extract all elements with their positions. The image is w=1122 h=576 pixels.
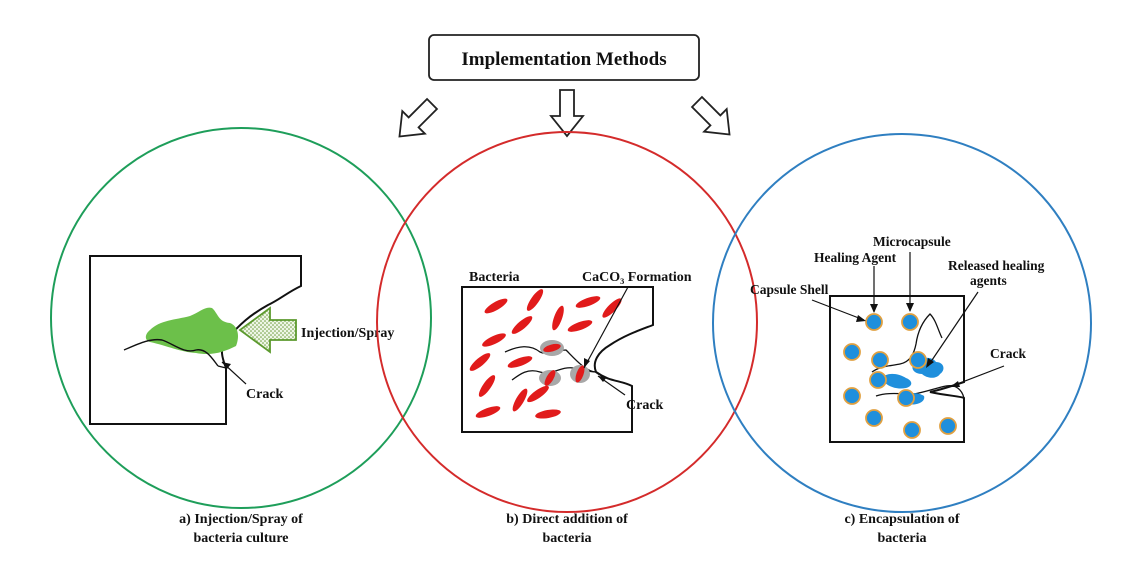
crack-label-b: Crack bbox=[626, 398, 664, 413]
formation-pointer bbox=[583, 286, 629, 369]
concrete-block-b bbox=[461, 286, 654, 433]
spray-arrow-icon bbox=[238, 306, 297, 354]
capsule-shell-pointer-head bbox=[856, 315, 866, 322]
panel-a-ring bbox=[50, 127, 432, 509]
formation-pointer-head bbox=[584, 358, 590, 368]
crack-pointer-a-head bbox=[222, 362, 231, 369]
bacteria-label: Bacteria bbox=[469, 270, 520, 285]
crack-line-c bbox=[871, 313, 943, 373]
bacteria-cells bbox=[469, 289, 622, 419]
panel-direct-addition: Bacteria CaCO₃ Formation Crack bbox=[376, 131, 758, 513]
panel-b-ring bbox=[376, 131, 758, 513]
crack-label-a: Crack bbox=[246, 387, 284, 402]
released-label-line1: Released healing bbox=[948, 258, 1045, 273]
capsule-shell-label: Capsule Shell bbox=[750, 282, 829, 297]
microcapsule-label: Microcapsule bbox=[873, 234, 951, 249]
formation-label: CaCO₃ Formation bbox=[582, 270, 692, 285]
crack-pointer-c bbox=[951, 365, 1005, 387]
caption-c: c) Encapsulation of bacteria bbox=[782, 510, 1022, 548]
caption-b-line1: b) Direct addition of bbox=[506, 512, 628, 527]
released-pointer bbox=[927, 291, 979, 367]
caption-c-line1: c) Encapsulation of bbox=[844, 512, 960, 527]
arrow-right-icon bbox=[690, 95, 731, 136]
healing-agent-pointer-head bbox=[870, 304, 878, 313]
crack-line-a2 bbox=[217, 365, 227, 369]
crack-label-c: Crack bbox=[990, 346, 1026, 361]
caption-a-line1: a) Injection/Spray of bbox=[179, 512, 303, 527]
released-label-line2: agents bbox=[970, 273, 1007, 288]
microcapsule-pointer-head bbox=[906, 303, 914, 312]
panel-encapsulation: Microcapsule Healing Agent Released heal… bbox=[712, 133, 1092, 513]
crack-pointer-b-head bbox=[598, 376, 607, 382]
crack-line-c2 bbox=[875, 384, 965, 399]
title-box: Implementation Methods bbox=[428, 34, 700, 81]
arrow-left-icon bbox=[398, 97, 439, 138]
panel-c-ring bbox=[712, 133, 1092, 513]
crack-line-a bbox=[123, 338, 219, 367]
title-text: Implementation Methods bbox=[461, 49, 666, 70]
caption-c-line2: bacteria bbox=[877, 531, 927, 546]
caption-a-line2: bacteria culture bbox=[193, 531, 289, 546]
spray-label: Injection/Spray bbox=[301, 326, 394, 341]
capsule-shell-pointer bbox=[811, 299, 865, 321]
caption-b: b) Direct addition of bacteria bbox=[447, 510, 687, 548]
microcapsules bbox=[843, 313, 957, 439]
caption-a: a) Injection/Spray of bacteria culture bbox=[121, 510, 361, 548]
caption-b-line2: bacteria bbox=[542, 531, 592, 546]
arrow-down-icon bbox=[549, 89, 585, 138]
panel-injection: Injection/Spray Crack bbox=[50, 127, 432, 509]
crack-pointer-c-head bbox=[950, 381, 960, 387]
released-pointer-head bbox=[926, 358, 934, 368]
healing-agent-label: Healing Agent bbox=[814, 250, 897, 265]
